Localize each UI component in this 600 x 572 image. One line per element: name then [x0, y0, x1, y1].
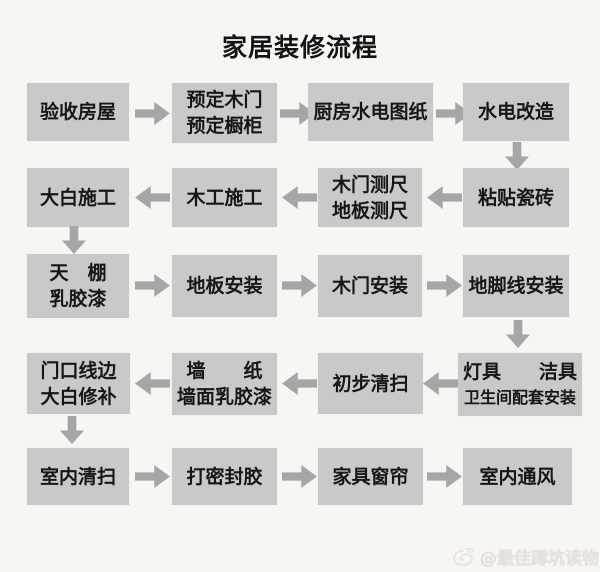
arrow-left-icon	[423, 372, 458, 395]
flow-step-ceiling-latex-paint: 天 棚 乳胶漆	[27, 254, 129, 318]
weibo-logo-icon	[453, 547, 474, 566]
arrow-right-icon	[282, 274, 317, 297]
watermark: @最佳蹲坑读物	[452, 543, 599, 569]
flow-step-order-doors-cabinets: 预定木门 预定橱柜	[172, 83, 277, 143]
flow-step-inspect-house: 验收房屋	[27, 83, 129, 141]
flow-step-indoor-ventilation: 室内通风	[463, 448, 572, 505]
flow-step-indoor-cleaning: 室内清扫	[27, 448, 129, 505]
flow-step-floor-install: 地板安装	[172, 255, 277, 317]
flow-step-furniture-curtains: 家具窗帘	[318, 448, 423, 505]
arrow-down-icon	[60, 416, 84, 444]
arrow-right-icon	[135, 465, 170, 488]
flow-step-doorline-dabai-repair: 门口线边 大白修补	[27, 353, 130, 414]
flow-step-initial-cleaning: 初步清扫	[318, 353, 423, 414]
arrow-left-icon	[282, 372, 317, 395]
flow-step-kitchen-plumbing-plan: 厨房水电图纸	[308, 83, 433, 141]
arrow-left-icon	[135, 372, 170, 395]
flow-step-lights-sanitary-install: 灯具 洁具 卫生间配套安装	[458, 353, 582, 416]
flow-step-dabai-work: 大白施工	[27, 168, 129, 227]
flow-step-door-floor-measure: 木门测尺 地板测尺	[318, 168, 422, 227]
page-title: 家居装修流程	[221, 33, 378, 62]
arrow-right-icon	[135, 274, 170, 297]
flow-step-water-electric-rework: 水电改造	[463, 83, 569, 141]
flow-step-door-install: 木门安装	[318, 255, 422, 317]
flow-step-tile-paste: 粘贴瓷砖	[463, 168, 569, 227]
flow-step-sealant: 打密封胶	[172, 448, 277, 505]
arrow-left-icon	[427, 186, 462, 209]
arrow-left-icon	[135, 186, 170, 209]
arrow-left-icon	[282, 186, 317, 209]
flow-step-wallpaper-wall-paint: 墙 纸 墙面乳胶漆	[172, 353, 277, 415]
arrow-right-icon	[427, 465, 462, 488]
flow-step-carpentry: 木工施工	[172, 168, 277, 227]
arrow-right-icon	[282, 465, 317, 488]
arrow-right-icon	[427, 274, 462, 297]
flow-step-skirting-install: 地脚线安装	[463, 255, 569, 317]
arrow-down-icon	[62, 226, 86, 254]
arrow-right-icon	[135, 102, 170, 125]
arrow-down-icon	[506, 320, 530, 348]
watermark-text: @最佳蹲坑读物	[480, 548, 599, 569]
arrow-down-icon	[505, 142, 529, 170]
